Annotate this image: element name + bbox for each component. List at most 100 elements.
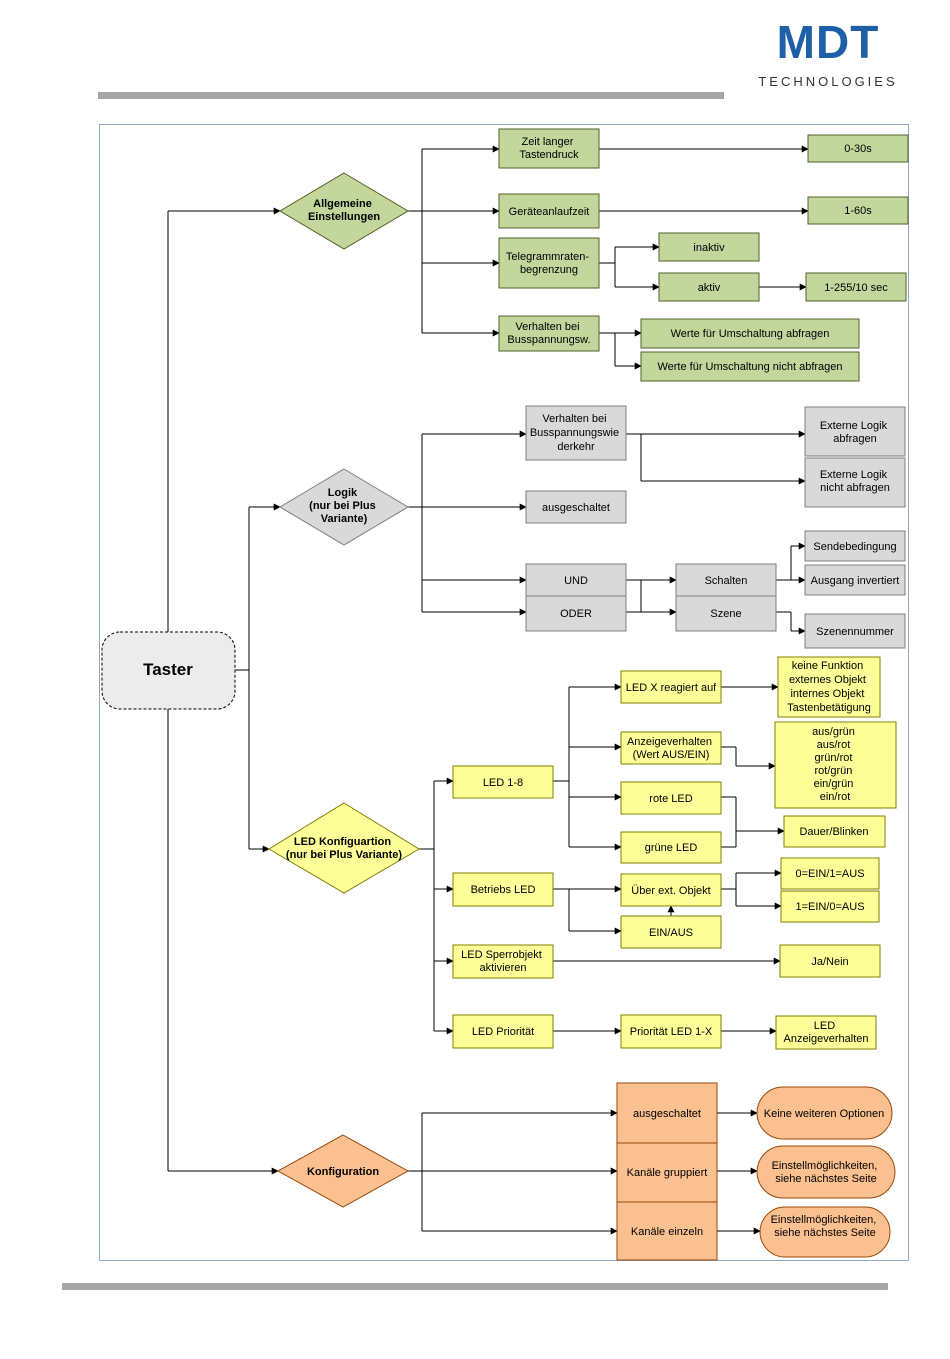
node-led18-label: LED 1-8 — [483, 777, 523, 789]
node-und-label: UND — [564, 575, 588, 587]
node-sende — [804, 530, 906, 562]
node-telegramm — [498, 237, 600, 289]
node-aktiv-val — [805, 272, 907, 302]
node-aktiv — [658, 272, 760, 302]
node-ein1 — [780, 857, 880, 890]
node-konfig-grupp — [616, 1142, 718, 1203]
node-sperr — [452, 944, 554, 979]
node-logik-label: Logik (nur bei Plus Variante) — [309, 487, 379, 525]
node-ext-abfragen-label: Externe Logik abfragen — [820, 420, 890, 445]
node-janein — [779, 944, 881, 978]
node-allgemein — [279, 172, 409, 250]
node-aktiv-label: aktiv — [698, 282, 721, 294]
node-prio-val — [775, 1015, 877, 1050]
node-oder — [525, 595, 627, 632]
node-konfig-aus-label: ausgeschaltet — [633, 1108, 701, 1120]
node-werte-abfragen-label: Werte für Umschaltung abfragen — [671, 328, 830, 340]
node-zeit-val-label: 0-30s — [844, 143, 872, 155]
node-telegramm-label: Telegrammraten- begrenzung — [506, 251, 592, 276]
node-reagiert-opts — [777, 656, 881, 718]
node-gruene-label: grüne LED — [645, 842, 698, 854]
node-anzeige-opts — [774, 721, 897, 809]
node-konfig-aus — [616, 1082, 718, 1144]
node-ein2-label: 1=EIN/0=AUS — [795, 901, 864, 913]
node-sende-label: Sendebedingung — [813, 541, 896, 553]
node-ausgang — [804, 564, 906, 596]
node-grupp-val-label: Einstellmöglichkeiten, siehe nächstes Se… — [772, 1160, 881, 1185]
node-anzeige-label: Anzeigeverhalten (Wert AUS/EIN) — [627, 736, 715, 761]
node-zeit-val — [807, 134, 909, 163]
node-einaus — [620, 915, 722, 949]
node-schalten-label: Schalten — [705, 575, 748, 587]
node-verhalten-bus — [498, 315, 600, 352]
node-betriebs-label: Betriebs LED — [471, 884, 536, 896]
node-rote-label: rote LED — [649, 793, 692, 805]
node-szenennr-label: Szenennummer — [816, 626, 894, 638]
node-konfig-einzeln-label: Kanäle einzeln — [631, 1226, 703, 1238]
node-led — [268, 802, 420, 894]
footer-rule — [62, 1283, 888, 1290]
node-logik-aus-label: ausgeschaltet — [542, 502, 610, 514]
node-aktiv-val-label: 1-255/10 sec — [824, 282, 888, 294]
node-werte-abfragen — [640, 318, 860, 349]
node-grupp-val — [756, 1145, 896, 1199]
node-einzeln-val — [759, 1206, 891, 1258]
node-konfig-einzeln — [616, 1201, 718, 1261]
node-betriebs — [452, 872, 554, 907]
node-logik — [279, 468, 409, 546]
node-ueber — [620, 873, 722, 907]
node-szene-label: Szene — [710, 608, 741, 620]
logo-text: MDT — [777, 16, 880, 68]
node-gruene — [620, 831, 722, 864]
node-prio-val-label: LED Anzeigeverhalten — [783, 1020, 868, 1045]
node-ext-nicht-label: Externe Logik nicht abfragen — [820, 469, 890, 494]
node-ext-abfragen — [804, 406, 906, 457]
node-anlauf-label: Geräteanlaufzeit — [509, 206, 590, 218]
node-inaktiv-label: inaktiv — [693, 242, 725, 254]
node-werte-nicht — [640, 351, 860, 382]
node-taster-label: Taster — [143, 660, 193, 679]
node-anlauf-val — [807, 196, 909, 225]
node-led18 — [452, 765, 554, 799]
node-ext-nicht — [804, 457, 906, 508]
node-ausgang-label: Ausgang invertiert — [811, 575, 900, 587]
node-led-label: LED Konfiguartion (nur bei Plus Variante… — [286, 836, 402, 861]
node-konfig — [276, 1134, 410, 1208]
logo-subtext: TECHNOLOGIES — [758, 74, 897, 89]
node-zeit-label: Zeit langer Tastendruck — [519, 136, 579, 161]
node-konfig-grupp-label: Kanäle gruppiert — [627, 1167, 708, 1179]
node-logik-verhalten-label: Verhalten bei Busspannungswie derkehr — [530, 413, 622, 453]
node-einaus-label: EIN/AUS — [649, 927, 693, 939]
node-konfig-label: Konfiguration — [307, 1166, 379, 1178]
node-logik-verhalten — [525, 405, 627, 461]
node-reagiert-opts-label: keine Funktion externes Objekt internes … — [787, 660, 871, 714]
node-reagiert — [620, 670, 722, 704]
node-prio-label: LED Priorität — [472, 1026, 534, 1038]
node-allgemein-label: Allgemeine Einstellungen — [308, 198, 380, 223]
node-anzeige-opts-label: aus/grün aus/rot grün/rot rot/grün ein/g… — [812, 726, 858, 803]
node-reagiert-label: LED X reagiert auf — [626, 682, 717, 694]
node-keine-label: Keine weiteren Optionen — [764, 1108, 884, 1120]
node-inaktiv — [658, 232, 760, 262]
node-einzeln-val-label: Einstellmöglichkeiten, siehe nächstes Se… — [771, 1214, 880, 1239]
node-sperr-label: LED Sperrobjekt aktivieren — [461, 949, 545, 974]
node-werte-nicht-label: Werte für Umschaltung nicht abfragen — [657, 361, 842, 373]
header-rule — [98, 92, 724, 99]
node-verhalten-bus-label: Verhalten bei Busspannungsw. — [507, 321, 590, 346]
node-ein1-label: 0=EIN/1=AUS — [795, 868, 864, 880]
node-taster — [101, 631, 236, 710]
node-anlauf-val-label: 1-60s — [844, 205, 872, 217]
node-schalten — [675, 563, 777, 597]
node-prio-x-label: Priorität LED 1-X — [630, 1026, 713, 1038]
node-szenennr — [804, 613, 906, 649]
node-janein-label: Ja/Nein — [811, 956, 848, 968]
flowchart-frame: Taster Allgemeine Einstellungen Zeit lan… — [99, 124, 909, 1261]
node-zeit — [498, 128, 600, 169]
node-ein2 — [780, 890, 880, 923]
node-anlauf — [498, 193, 600, 229]
node-dauer — [783, 815, 886, 848]
node-szene — [675, 595, 777, 632]
node-keine — [756, 1086, 893, 1140]
node-anzeige — [620, 731, 722, 765]
node-rote — [620, 781, 722, 815]
